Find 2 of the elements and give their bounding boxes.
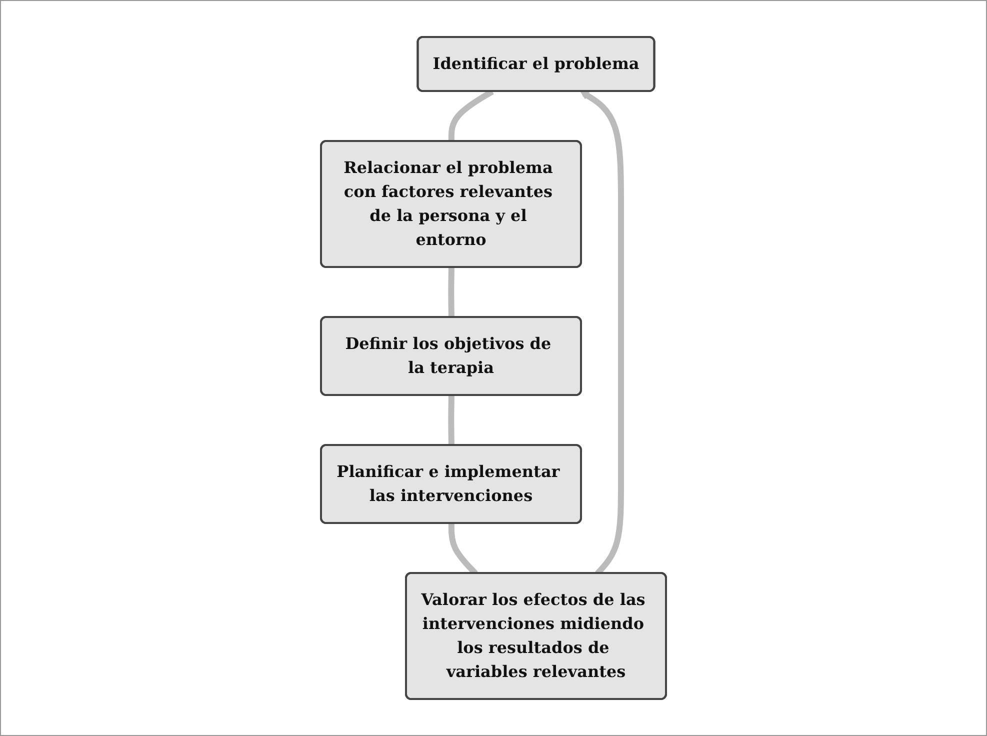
- connector: [448, 395, 454, 446]
- connector: [448, 267, 454, 318]
